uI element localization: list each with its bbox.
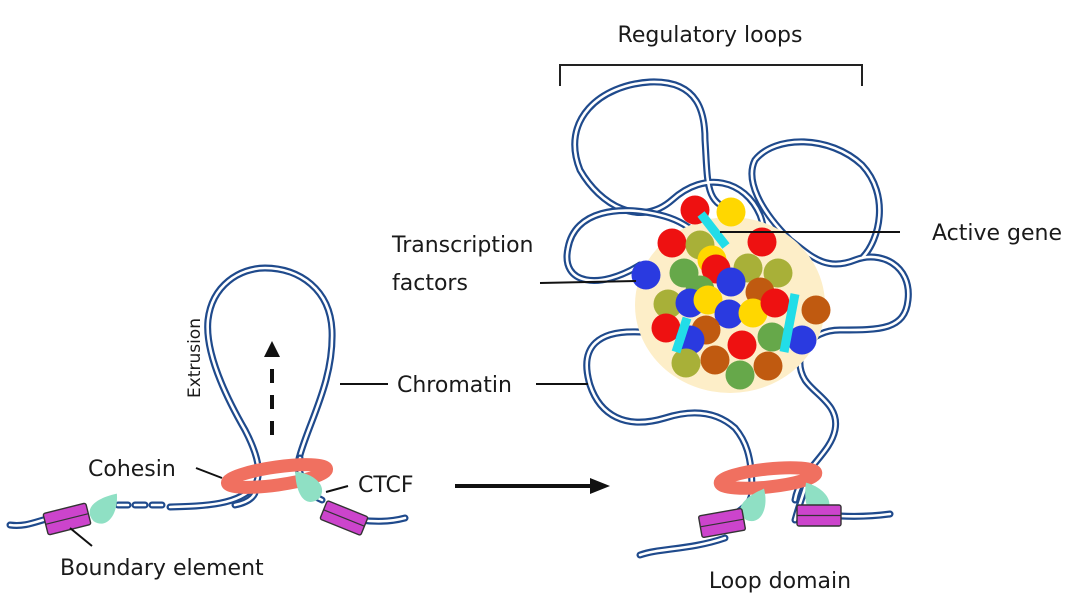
transcription-factor-green	[725, 360, 755, 390]
active-gene-segment	[697, 211, 730, 249]
chromatin-domain-left-end	[636, 534, 729, 559]
transcription-factors-label-line1: Transcription	[391, 233, 534, 258]
transcription-factor-red	[760, 288, 790, 318]
chromatin-loop-right	[748, 138, 912, 504]
transcription-hub	[631, 195, 831, 393]
transcription-factor-red	[651, 313, 681, 343]
boundary-element-left-1	[42, 502, 92, 536]
transcription-factor-brown	[700, 345, 730, 375]
ctcf-leader-line	[325, 485, 349, 493]
boundary-element-domain-right	[796, 504, 842, 527]
ctcf-label: CTCF	[358, 473, 414, 498]
transcription-factor-red	[727, 330, 757, 360]
active-gene-segment	[671, 316, 692, 354]
transcription-factor-blue	[716, 267, 746, 297]
transcription-factor-olive	[671, 348, 701, 378]
transcription-factor-yellow	[716, 197, 746, 227]
loop-domain-label: Loop domain	[709, 569, 851, 594]
cohesin-ring-left	[220, 458, 334, 494]
transcription-factors-leader-line	[539, 280, 637, 284]
boundary-element-label: Boundary element	[60, 556, 264, 581]
active-gene-segment	[779, 293, 800, 353]
boundary-element-domain-left	[698, 507, 746, 539]
chromatin-extrusion-loop	[166, 264, 336, 511]
transcription-factor-blue	[714, 299, 744, 329]
transcription-factor-blue	[787, 325, 817, 355]
ctcf-left	[89, 493, 117, 524]
cohesin-leader-line	[195, 467, 223, 479]
transition-arrow	[455, 478, 610, 494]
transcription-factor-red	[747, 227, 777, 257]
regulatory-loops-bracket	[559, 64, 863, 86]
transcription-factor-yellow	[693, 285, 723, 315]
transcription-factor-brown	[753, 351, 783, 381]
extrusion-arrow	[264, 341, 280, 435]
transcription-factor-olive	[763, 258, 793, 288]
transcription-factor-green	[757, 322, 787, 352]
cohesin-ring-right	[713, 461, 823, 495]
chromatin-label: Chromatin	[397, 373, 512, 398]
cohesin-label: Cohesin	[88, 457, 176, 482]
transcription-factor-brown	[801, 295, 831, 325]
transcription-factors-label-line2: factors	[392, 271, 468, 296]
regulatory-loops-label: Regulatory loops	[618, 23, 803, 48]
ctcf-domain-left	[740, 488, 766, 522]
extrusion-label: Extrusion	[185, 318, 205, 398]
proteins	[42, 458, 842, 539]
active-gene-label: Active gene	[932, 221, 1062, 246]
boundary-element-leader-line	[69, 527, 93, 547]
transcription-factor-olive	[653, 289, 683, 319]
ctcf-right	[295, 471, 323, 502]
transcription-factor-yellow	[738, 298, 768, 328]
transcription-factor-red	[657, 228, 687, 258]
transcription-factor-blue	[631, 260, 661, 290]
chromatin-domain-right-end	[836, 510, 894, 520]
boundary-element-right-1	[319, 500, 369, 536]
